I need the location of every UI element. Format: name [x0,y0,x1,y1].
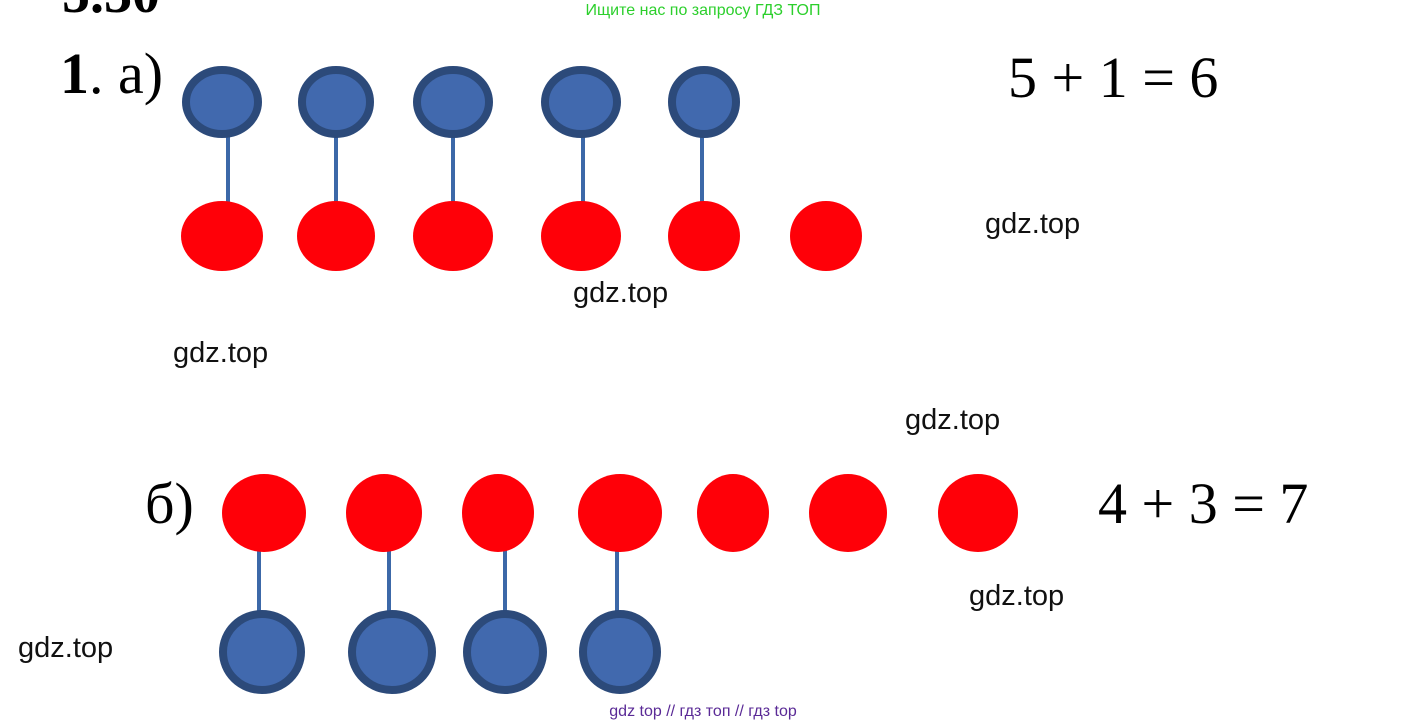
red-circle [668,201,740,271]
watermark: gdz.top [969,580,1065,612]
task-a-red-row [181,201,862,271]
exercise-heading: 5.30 [62,0,160,26]
task-a-blue-row [182,66,740,138]
red-circle [809,474,887,552]
blue-circle [541,66,621,138]
red-circle [346,474,422,552]
equation-a: 5 + 1 = 6 [1008,45,1219,110]
red-circle [222,474,306,552]
blue-circle [182,66,262,138]
blue-circle [668,66,740,138]
red-circle [413,201,493,271]
blue-circle [579,610,661,694]
watermark: gdz.top [173,337,269,369]
watermark: gdz.top [985,208,1081,240]
part-b-label: б) [145,471,194,536]
task-number: 1 [60,41,89,106]
blue-circle [298,66,374,138]
red-circle [938,474,1018,552]
equation-b: 4 + 3 = 7 [1098,471,1309,536]
footer-watermark: gdz top // гдз топ // гдз top [609,703,797,720]
blue-circle [348,610,436,694]
part-a-label: . а) [89,41,164,106]
task-b-connectors [257,546,619,614]
red-circle [790,201,862,271]
task-a-connectors [226,132,704,205]
search-banner: Ищите нас по запросу ГДЗ ТОП [585,2,821,19]
blue-circle [413,66,493,138]
watermark: gdz.top [18,632,114,664]
task-b-blue-row [219,610,661,694]
watermark: gdz.top [905,404,1001,436]
red-circle [578,474,662,552]
watermark: gdz.top [573,277,669,309]
task-b-red-row [222,474,1018,552]
blue-circle [219,610,305,694]
blue-circle [463,610,547,694]
task-a-label: 1. а) [60,40,163,107]
red-circle [181,201,263,271]
red-circle [697,474,769,552]
red-circle [541,201,621,271]
red-circle [462,474,534,552]
red-circle [297,201,375,271]
